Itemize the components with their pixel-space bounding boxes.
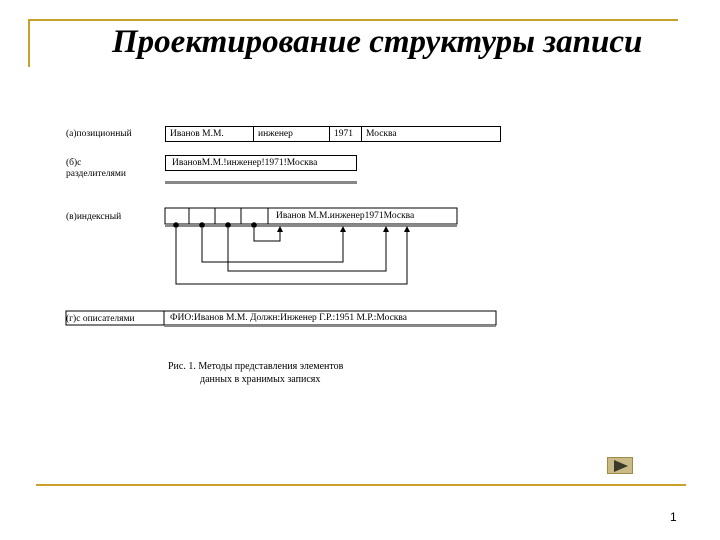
bottom-frame-line (36, 484, 686, 486)
pointer-arrowhead (340, 226, 346, 232)
slide-title: Проектирование структуры записи (112, 24, 643, 60)
delimited-label-line2: разделителями (66, 169, 126, 179)
delimited-label-line1: (б)с (66, 158, 82, 168)
pointer-dot (251, 222, 257, 228)
delimited-label: (б)с разделителями (66, 158, 126, 180)
positional-cell-city: Москва (361, 127, 500, 141)
delimited-record: ИвановМ.М.!инженер!1971!Москва (165, 155, 357, 171)
positional-cell-position: инженер (253, 127, 329, 141)
indexed-shadow (165, 224, 457, 227)
positional-cell-year: 1971 (329, 127, 361, 141)
descriptors-value: ФИО:Иванов М.М. Должн:Инженер Г.Р.:1951 … (170, 313, 407, 323)
caption-line1: Рис. 1. Методы представления элементов (168, 361, 344, 372)
pointer-line (201, 228, 344, 263)
pointer-line (175, 228, 408, 285)
positional-label: (а)позиционный (66, 129, 132, 139)
left-frame-line (28, 19, 30, 67)
top-frame-line (28, 19, 678, 21)
next-slide-button[interactable] (607, 457, 633, 474)
caption-line2: данных в хранимых записях (200, 374, 321, 385)
descriptors-shadow (164, 325, 496, 327)
indexed-value: Иванов М.М.инженер1971Москва (276, 211, 415, 221)
delimited-shadow (165, 181, 357, 184)
figure-caption: Рис. 1. Методы представления элементов д… (168, 360, 343, 386)
pointer-dot (199, 222, 205, 228)
positional-record: Иванов М.М. инженер 1971 Москва (165, 126, 501, 142)
pointer-dot (173, 222, 179, 228)
pointer-arrowhead (277, 226, 283, 232)
descriptors-record-box (65, 310, 497, 326)
pointer-arrowhead (404, 226, 410, 232)
pointer-dot (225, 222, 231, 228)
pointer-line (227, 228, 387, 272)
indexed-label: (в)индексный (66, 212, 122, 222)
indexed-record-box (164, 207, 458, 225)
descriptors-label: (г)с описателями (66, 314, 135, 324)
play-arrow-icon (614, 460, 628, 472)
positional-cell-name: Иванов М.М. (170, 129, 224, 139)
pointer-line (253, 228, 281, 242)
delimited-value: ИвановМ.М.!инженер!1971!Москва (172, 158, 318, 168)
page-number: 1 (670, 510, 677, 524)
pointer-arrowhead (383, 226, 389, 232)
